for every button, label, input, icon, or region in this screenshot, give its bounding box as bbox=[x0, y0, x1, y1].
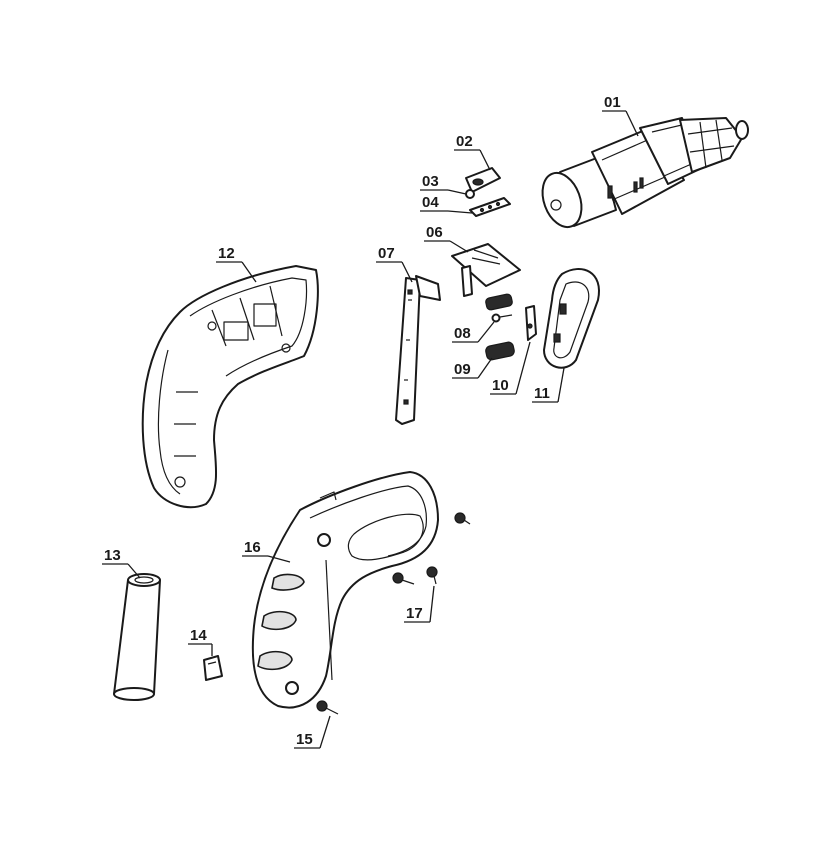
part-14-battery-cap bbox=[203, 655, 223, 681]
part-08-screw bbox=[491, 313, 513, 323]
part-10-contact-clip bbox=[525, 305, 537, 341]
part-label-09: 09 bbox=[454, 361, 471, 378]
part-label-10: 10 bbox=[492, 377, 509, 394]
part-label-14: 14 bbox=[190, 627, 207, 644]
part-04-contact-plate bbox=[469, 197, 511, 217]
label-10: 10 bbox=[490, 341, 531, 395]
label-08: 08 bbox=[452, 321, 495, 343]
label-09: 09 bbox=[452, 357, 493, 379]
part-label-13: 13 bbox=[104, 547, 121, 564]
part-03-spring bbox=[465, 189, 475, 199]
part-label-07: 07 bbox=[378, 245, 395, 262]
label-01: 01 bbox=[602, 94, 639, 137]
part-label-16: 16 bbox=[244, 539, 261, 556]
part-label-15: 15 bbox=[296, 731, 313, 748]
part-12-housing-left bbox=[141, 265, 319, 509]
label-13: 13 bbox=[102, 547, 141, 579]
label-11: 11 bbox=[532, 367, 565, 403]
part-spring-pad-upper bbox=[485, 293, 513, 311]
part-label-06: 06 bbox=[426, 224, 443, 241]
label-12: 12 bbox=[216, 245, 257, 283]
part-16-housing-right bbox=[251, 471, 439, 709]
label-15: 15 bbox=[294, 715, 331, 749]
part-label-17: 17 bbox=[406, 605, 423, 622]
part-label-03: 03 bbox=[422, 173, 439, 190]
part-11-led-cover bbox=[543, 268, 600, 369]
label-04: 04 bbox=[420, 194, 473, 214]
part-17-screws bbox=[392, 512, 471, 585]
part-label-04: 04 bbox=[422, 194, 439, 211]
label-06: 06 bbox=[424, 224, 469, 253]
part-15-screw bbox=[316, 700, 339, 715]
part-label-12: 12 bbox=[218, 245, 235, 262]
label-16: 16 bbox=[242, 539, 291, 563]
part-label-01: 01 bbox=[604, 94, 621, 111]
part-label-08: 08 bbox=[454, 325, 471, 342]
part-02-switch-button bbox=[465, 167, 501, 193]
part-13-battery bbox=[113, 573, 161, 701]
part-label-02: 02 bbox=[456, 133, 473, 150]
label-17: 17 bbox=[404, 585, 435, 623]
part-01-gearbox-motor bbox=[541, 117, 749, 229]
part-label-11: 11 bbox=[534, 385, 550, 402]
label-14: 14 bbox=[188, 627, 213, 656]
label-07: 07 bbox=[376, 245, 413, 283]
part-06-bracket bbox=[451, 243, 521, 297]
label-03: 03 bbox=[420, 173, 467, 195]
part-09-spring-pad bbox=[485, 341, 515, 361]
part-07-contact-strip bbox=[395, 275, 441, 425]
label-02: 02 bbox=[454, 133, 491, 171]
